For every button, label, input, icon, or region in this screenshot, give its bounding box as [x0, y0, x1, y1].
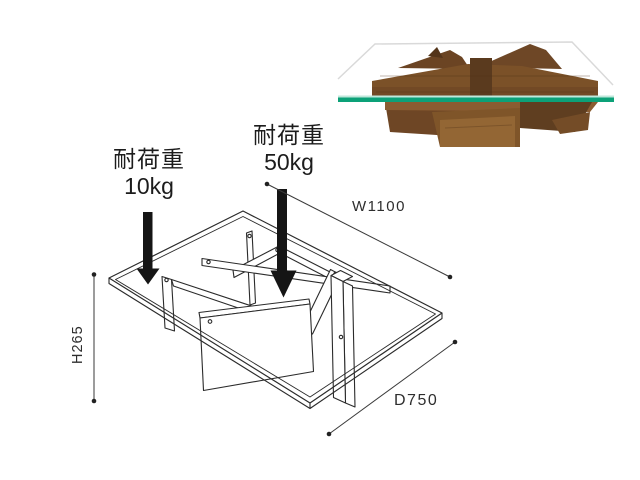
dimension-end-dot	[91, 272, 97, 277]
glass-top-outline	[108, 210, 443, 410]
photo-glass-edge	[338, 97, 614, 102]
dimension-lines	[91, 181, 458, 437]
arrow-head	[270, 270, 297, 298]
screw-dot	[206, 259, 211, 265]
dimension-line-width	[264, 181, 453, 280]
dimension-end-dot	[452, 339, 458, 345]
screw-dot	[338, 334, 344, 340]
dimension-width-label: W1100	[352, 198, 406, 215]
screw-dot	[247, 233, 252, 239]
load-capacity-value: 50kg	[264, 149, 314, 175]
dimension-height-label: H265	[70, 325, 86, 364]
dimension-end-dot	[91, 398, 97, 404]
photo-wood-grain-3	[444, 124, 513, 129]
photo-wood-foot-right	[552, 112, 590, 134]
dimension-line-depth	[326, 339, 458, 437]
photo-wood-fin-right	[478, 44, 562, 69]
photo-glass-outline	[337, 41, 614, 86]
glass-inner-edge	[115, 216, 436, 398]
photo-wood-center-plank	[470, 58, 492, 98]
screw-dot	[207, 319, 213, 324]
product-photo	[337, 41, 614, 147]
load-arrows	[136, 189, 297, 298]
load-capacity-value: 10kg	[124, 173, 174, 199]
dimension-end-dot	[447, 274, 453, 280]
load-capacity-label-glass: 耐荷重 10kg	[86, 146, 212, 200]
arrow-shaft	[143, 212, 153, 269]
load-capacity-title: 耐荷重	[113, 146, 185, 172]
dimension-line-height	[91, 272, 97, 404]
isometric-line-drawing	[108, 210, 443, 410]
wood-base-planks	[161, 230, 391, 408]
arrow-shaft	[277, 189, 287, 271]
screw-dot	[164, 277, 169, 283]
photo-wood-fin-left	[398, 50, 470, 69]
dimension-depth-label: D750	[394, 392, 439, 409]
plank-long-band	[201, 257, 391, 294]
load-capacity-label-base: 耐荷重 50kg	[226, 122, 352, 176]
plank-right-face	[330, 274, 347, 404]
photo-wood-fin-left-small	[428, 47, 443, 58]
photo-wood-foot-face	[440, 116, 515, 147]
dimension-end-dot	[264, 181, 270, 187]
load-arrow-base-center	[270, 189, 297, 298]
photo-glass-edge-highlight	[338, 95, 614, 98]
dimension-end-dot	[326, 431, 332, 437]
glass-thickness-edge	[108, 278, 443, 410]
plank-front-face	[199, 303, 315, 392]
arrow-head	[136, 268, 160, 285]
load-capacity-title: 耐荷重	[253, 122, 325, 148]
load-arrow-glass	[136, 212, 160, 285]
